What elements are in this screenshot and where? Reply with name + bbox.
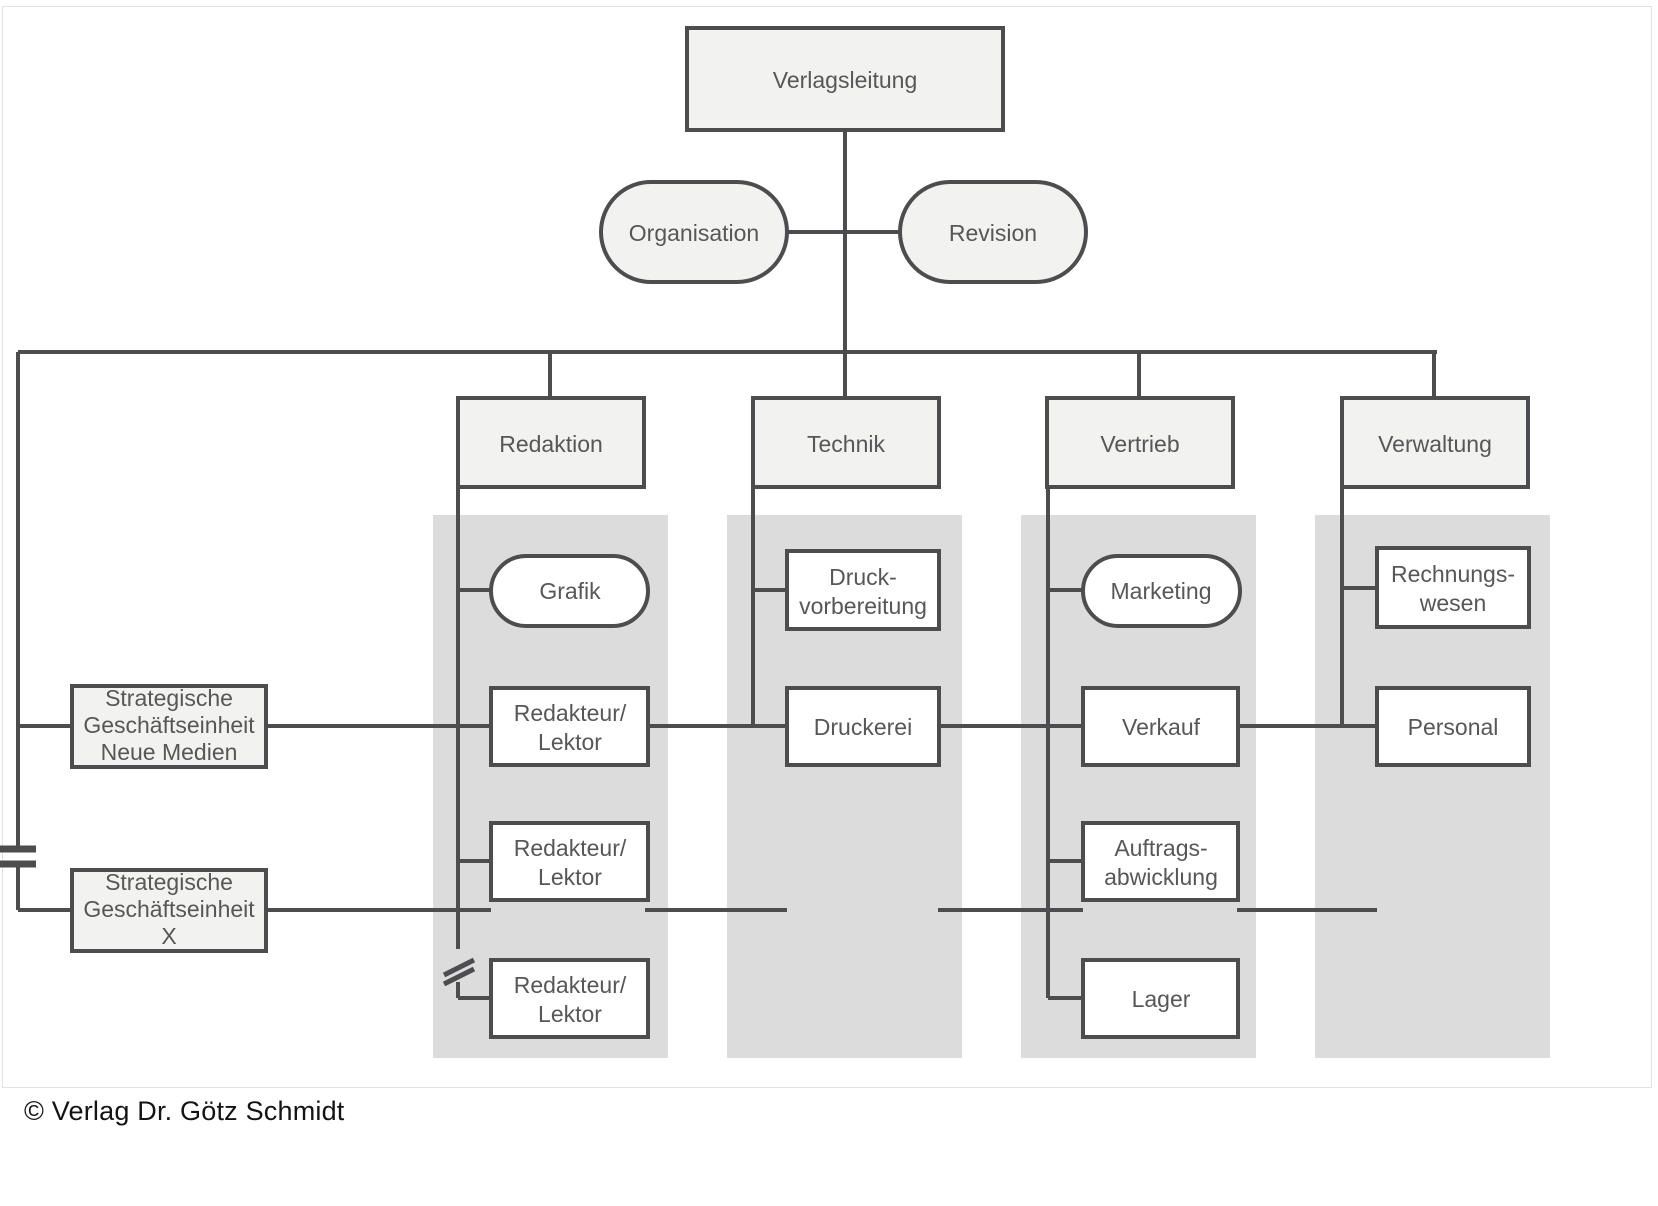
node-redakteur-lektor-3-box[interactable]: [489, 958, 650, 1039]
node-druckvorbereitung-box[interactable]: [785, 549, 941, 631]
node-redakteur-lektor-2[interactable]: Redakteur/ Lektor: [489, 821, 650, 902]
node-redakteur-lektor-1[interactable]: Redakteur/ Lektor: [489, 686, 650, 767]
node-organisation-box[interactable]: [599, 180, 789, 284]
node-sbu-neue-medien-box[interactable]: [70, 684, 268, 769]
node-revision[interactable]: Revision: [898, 180, 1088, 284]
node-druckerei[interactable]: Druckerei: [785, 686, 941, 767]
node-sbu-neue-medien-line2: Geschäftseinheit: [83, 712, 255, 738]
node-personal-box[interactable]: [1375, 686, 1531, 767]
node-auftragsabwicklung-box[interactable]: [1081, 821, 1240, 902]
node-marketing-box[interactable]: [1081, 554, 1242, 628]
node-auftragsabwicklung-line1: Auftrags-: [1114, 835, 1207, 861]
node-organisation-label: Organisation: [629, 220, 759, 246]
node-sbu-x-line3: X: [161, 923, 176, 949]
node-lager-label: Lager: [1132, 986, 1191, 1012]
node-organisation[interactable]: Organisation: [599, 180, 789, 284]
node-personal-label: Personal: [1408, 714, 1499, 740]
node-redakteur-lektor-2-line2: Lektor: [538, 864, 602, 890]
slash-break-1: [442, 957, 476, 978]
node-redakteur-lektor-1-box[interactable]: [489, 686, 650, 767]
node-marketing-label: Marketing: [1111, 578, 1212, 604]
node-auftragsabwicklung[interactable]: Auftrags- abwicklung: [1081, 821, 1240, 902]
node-druckerei-label: Druckerei: [814, 714, 912, 740]
node-vertrieb[interactable]: Vertrieb: [1045, 396, 1235, 489]
node-druckvorbereitung[interactable]: Druck- vorbereitung: [785, 549, 941, 631]
node-verlagsleitung-label: Verlagsleitung: [773, 67, 918, 93]
node-verwaltung-box[interactable]: [1340, 396, 1530, 489]
node-sbu-neue-medien-line3: Neue Medien: [101, 739, 238, 765]
node-technik-label: Technik: [807, 431, 885, 457]
node-verwaltung[interactable]: Verwaltung: [1340, 396, 1530, 489]
node-personal[interactable]: Personal: [1375, 686, 1531, 767]
node-redakteur-lektor-2-box[interactable]: [489, 821, 650, 902]
node-vertrieb-label: Vertrieb: [1100, 431, 1179, 457]
node-verlagsleitung-box[interactable]: [685, 26, 1005, 132]
node-sbu-x-box[interactable]: [70, 868, 268, 953]
node-redakteur-lektor-3-line1: Redakteur/: [514, 972, 627, 998]
node-lager-box[interactable]: [1081, 958, 1240, 1039]
node-verlagsleitung[interactable]: Verlagsleitung: [685, 26, 1005, 132]
node-verkauf-label: Verkauf: [1122, 714, 1201, 740]
node-druckvorbereitung-line1: Druck-: [829, 564, 897, 590]
node-rechnungswesen-line2: wesen: [1419, 590, 1486, 616]
node-rechnungswesen-line1: Rechnungs-: [1391, 561, 1515, 587]
copyright-notice: © Verlag Dr. Götz Schmidt: [24, 1096, 345, 1126]
node-revision-label: Revision: [949, 220, 1037, 246]
node-grafik-box[interactable]: [489, 554, 650, 628]
node-sbu-neue-medien-line1: Strategische: [105, 685, 233, 711]
node-redakteur-lektor-3-line2: Lektor: [538, 1001, 602, 1027]
node-sbu-x-line1: Strategische: [105, 869, 233, 895]
node-grafik[interactable]: Grafik: [489, 554, 650, 628]
connector-lines: [0, 130, 1437, 1000]
node-redakteur-lektor-1-line1: Redakteur/: [514, 700, 627, 726]
node-druckvorbereitung-line2: vorbereitung: [799, 593, 927, 619]
node-redakteur-lektor-2-line1: Redakteur/: [514, 835, 627, 861]
node-redakteur-lektor-3[interactable]: Redakteur/ Lektor: [489, 958, 650, 1039]
node-verwaltung-label: Verwaltung: [1378, 431, 1492, 457]
node-technik[interactable]: Technik: [751, 396, 941, 489]
node-sbu-neue-medien[interactable]: Strategische Geschäftseinheit Neue Medie…: [70, 684, 268, 769]
node-redaktion[interactable]: Redaktion: [456, 396, 646, 489]
node-rechnungswesen-box[interactable]: [1375, 546, 1531, 629]
node-verkauf-box[interactable]: [1081, 686, 1240, 767]
node-technik-box[interactable]: [751, 396, 941, 489]
node-rechnungswesen[interactable]: Rechnungs- wesen: [1375, 546, 1531, 629]
node-verkauf[interactable]: Verkauf: [1081, 686, 1240, 767]
node-sbu-x[interactable]: Strategische Geschäftseinheit X: [70, 868, 268, 953]
node-druckerei-box[interactable]: [785, 686, 941, 767]
node-redaktion-label: Redaktion: [499, 431, 603, 457]
node-grafik-label: Grafik: [539, 578, 601, 604]
slash-break-2: [442, 966, 476, 987]
node-revision-box[interactable]: [898, 180, 1088, 284]
node-marketing[interactable]: Marketing: [1081, 554, 1242, 628]
node-redaktion-box[interactable]: [456, 396, 646, 489]
node-sbu-x-line2: Geschäftseinheit: [83, 896, 255, 922]
node-auftragsabwicklung-line2: abwicklung: [1104, 864, 1218, 890]
node-vertrieb-box[interactable]: [1045, 396, 1235, 489]
node-lager[interactable]: Lager: [1081, 958, 1240, 1039]
node-redakteur-lektor-1-line2: Lektor: [538, 729, 602, 755]
